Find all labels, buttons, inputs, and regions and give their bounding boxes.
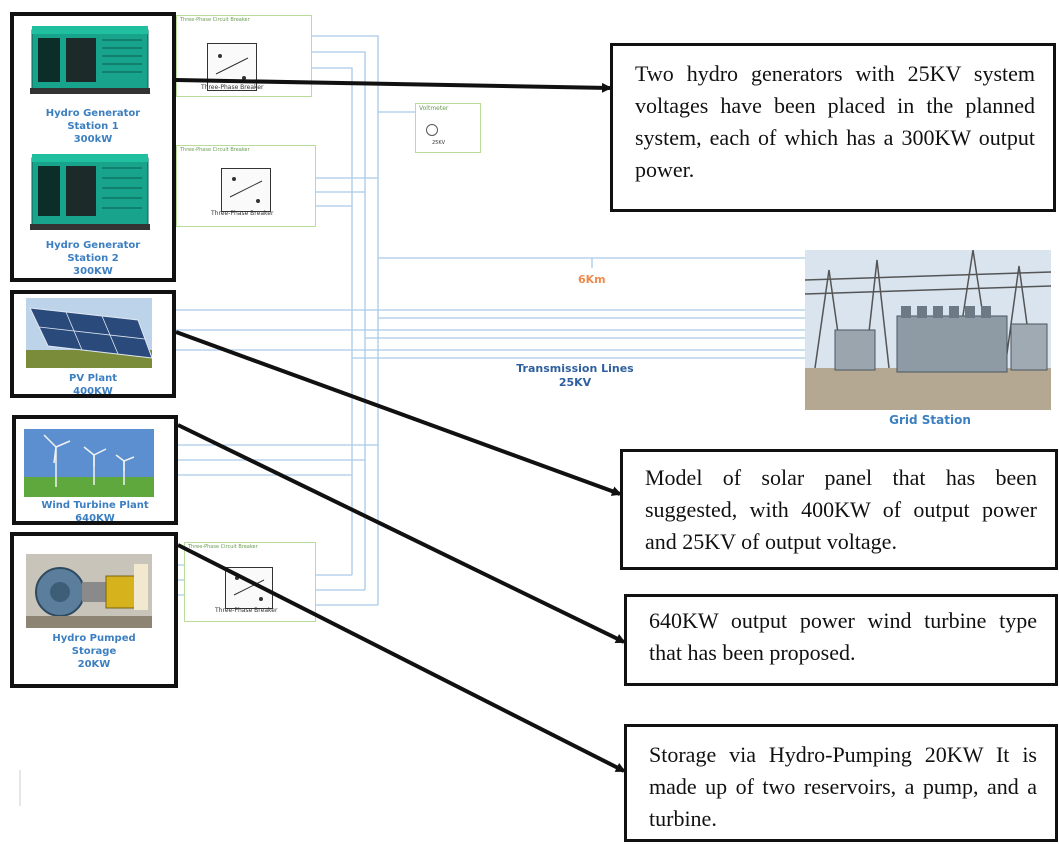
hydro-generators-frame[interactable]: Hydro Generator Station 1 300kW Hydro Ge… [10, 12, 176, 282]
circuit-breaker-2[interactable]: Three-Phase Circuit Breaker Three-Phase … [176, 145, 316, 227]
breaker-tag: Three-Phase Circuit Breaker [180, 17, 250, 23]
pv-plant-label: PV Plant 400KW [14, 372, 172, 398]
voltmeter-value: 25KV [432, 140, 446, 146]
callout-solar: Model of solar panel that has been sugge… [620, 449, 1058, 570]
label-line: Hydro Pumped [52, 633, 136, 644]
grid-station-label: Grid Station [889, 413, 971, 427]
label-line: PV Plant [69, 373, 117, 384]
label-line: Transmission Lines [516, 362, 634, 375]
grid-station-image [804, 249, 1052, 410]
pumped-storage-frame[interactable]: Hydro Pumped Storage 20KW [10, 532, 178, 688]
hydro-generator-1-label: Hydro Generator Station 1 300kW [14, 107, 172, 146]
callout-storage: Storage via Hydro-Pumping 20KW It is mad… [624, 724, 1058, 842]
label-line: 25KV [558, 376, 592, 389]
breaker-caption: Three-Phase Breaker [211, 210, 274, 217]
label-line: 640KW [75, 513, 115, 524]
callout-wind: 640KW output power wind turbine type tha… [624, 594, 1058, 686]
callout-hydro: Two hydro generators with 25KV system vo… [610, 43, 1056, 212]
label-line: 400KW [73, 386, 113, 397]
distance-label: 6Km [578, 273, 606, 286]
wind-plant-frame[interactable]: Wind Turbine Plant 640KW [12, 415, 178, 525]
label-line: Storage [71, 646, 117, 657]
pv-plant-frame[interactable]: PV Plant 400KW [10, 290, 176, 398]
breaker-caption: Three-Phase Breaker [201, 84, 264, 91]
circuit-breaker-1[interactable]: Three-Phase Circuit Breaker Three-Phase … [176, 15, 312, 97]
breaker-symbol-icon [225, 567, 273, 609]
hydro-generator-2-label: Hydro Generator Station 2 300KW [14, 239, 172, 278]
label-line: Station 1 [67, 121, 119, 132]
breaker-symbol-icon [221, 168, 271, 212]
voltmeter-title: Voltmeter [419, 105, 449, 112]
wind-plant-label: Wind Turbine Plant 640KW [16, 499, 174, 525]
breaker-tag: Three-Phase Circuit Breaker [180, 147, 250, 153]
hydro-generator-1-image [28, 24, 152, 96]
label-line: Hydro Generator [45, 240, 141, 251]
label-line: Wind Turbine Plant [41, 500, 149, 511]
label-line: 300KW [73, 266, 113, 277]
solar-panel-image [26, 298, 153, 368]
voltmeter-icon [426, 124, 438, 136]
breaker-tag: Three-Phase Circuit Breaker [188, 544, 258, 550]
wind-turbine-image [24, 429, 154, 497]
label-line: Station 2 [67, 253, 119, 264]
hydro-generator-2-image [28, 152, 152, 232]
voltmeter-block[interactable]: Voltmeter 25KV [415, 103, 481, 153]
breaker-caption: Three-Phase Breaker [215, 607, 278, 614]
label-line: Hydro Generator [45, 108, 141, 119]
transmission-lines-label: Transmission Lines 25KV [490, 362, 660, 390]
label-line: 300kW [73, 134, 113, 145]
pumped-storage-label: Hydro Pumped Storage 20KW [14, 632, 174, 671]
pumped-storage-image [26, 554, 152, 628]
label-line: 20KW [77, 659, 111, 670]
circuit-breaker-3[interactable]: Three-Phase Circuit Breaker Three-Phase … [184, 542, 316, 622]
